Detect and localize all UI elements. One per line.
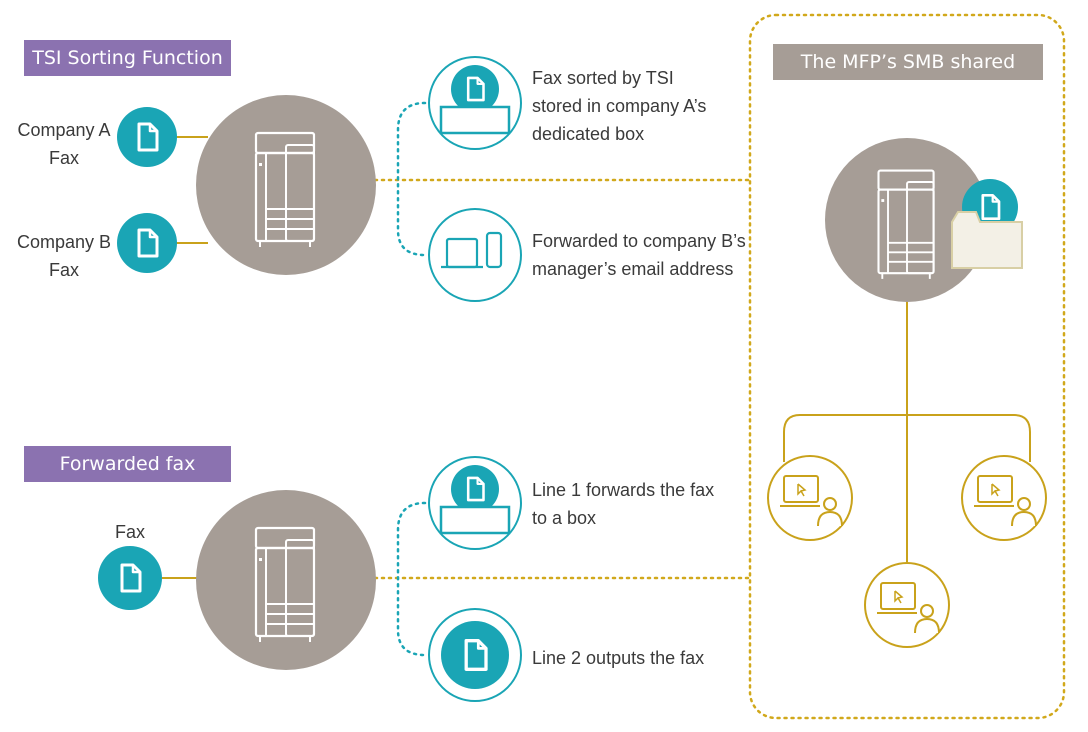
tsi-banner: TSI Sorting Function (24, 40, 231, 76)
storage-box-icon-a (428, 56, 522, 150)
result-box-line-2: stored in company A’s (532, 96, 707, 116)
result-box-line-1: Fax sorted by TSI (532, 68, 674, 88)
result-email-line-1: Forwarded to company B’s (532, 231, 746, 251)
user-computer-icon-2 (961, 455, 1047, 541)
result-email-line-2: manager’s email address (532, 259, 734, 279)
mfp-printer-icon-2 (196, 490, 376, 670)
user-computer-icon-3 (864, 562, 950, 648)
shared-folder-icon (951, 179, 1023, 269)
company-a-fax-icon (117, 107, 177, 167)
mfp-printer-icon (196, 95, 376, 275)
line2-text: Line 2 outputs the fax (532, 648, 705, 668)
company-b-name: Company B (16, 232, 112, 252)
line1-line-1: Line 1 forwards the fax (532, 480, 715, 500)
line1-text: Line 1 forwards the fax to a box (532, 476, 747, 532)
input-fax-label: Fax (114, 522, 145, 542)
line1-line-2: to a box (532, 508, 597, 528)
company-a-fax: Fax (48, 148, 79, 168)
company-a-name: Company A (17, 120, 111, 140)
company-b-fax-icon (117, 213, 177, 273)
result-box-text: Fax sorted by TSI stored in company A’s … (532, 64, 747, 148)
result-email-text: Forwarded to company B’s manager’s email… (532, 227, 747, 283)
output-fax-icon (428, 608, 522, 702)
company-b-label: Company B Fax (14, 228, 114, 284)
user-computer-icon-1 (767, 455, 853, 541)
result-box-line-3: dedicated box (532, 124, 645, 144)
forwarded-banner: Forwarded fax (24, 446, 231, 482)
pc-email-icon (428, 208, 522, 302)
smb-banner: The MFP’s SMB shared folder (773, 44, 1043, 109)
input-fax-icon (98, 546, 162, 610)
company-b-fax: Fax (48, 260, 79, 280)
smb-mfp-printer-icon (825, 138, 989, 302)
company-a-label: Company A Fax (14, 116, 114, 172)
storage-box-icon-line1 (428, 456, 522, 550)
